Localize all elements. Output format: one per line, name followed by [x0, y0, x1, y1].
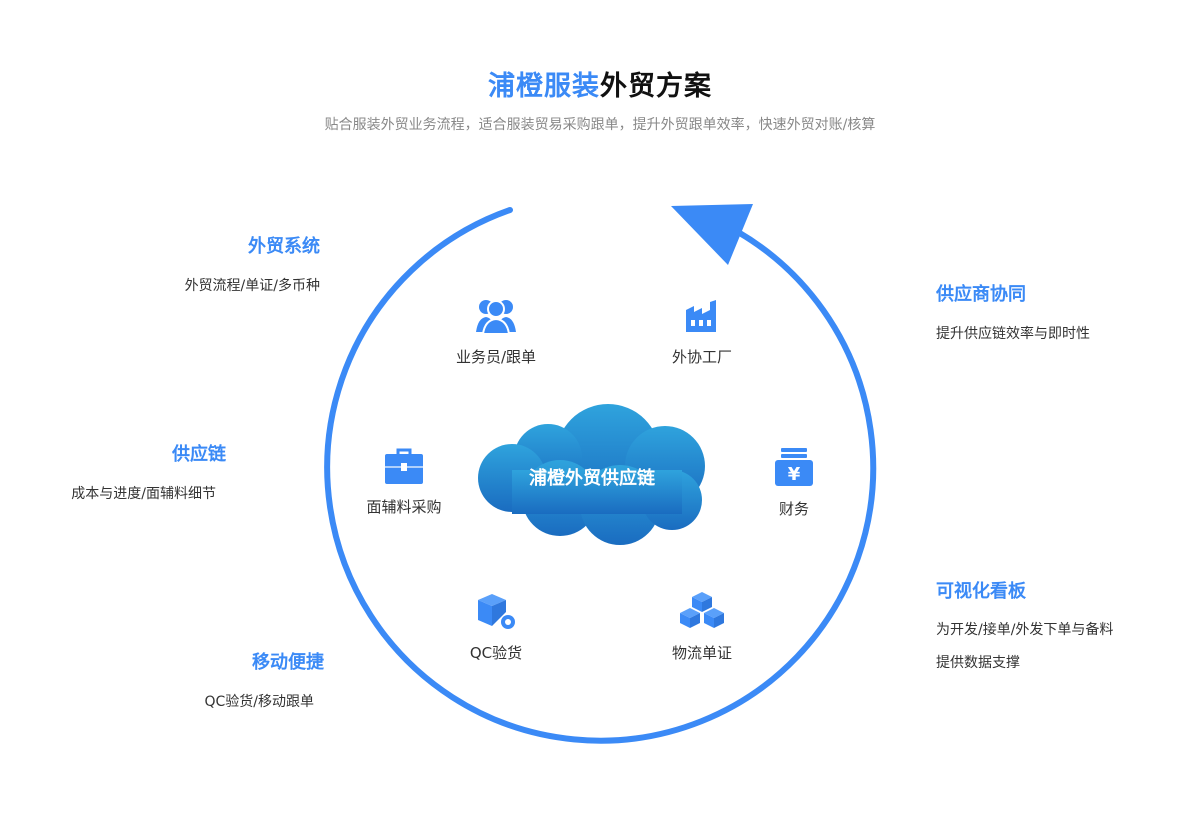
feature-desc-supplier-collab: 提升供应链效率与即时性	[936, 326, 1090, 342]
people-icon	[476, 300, 516, 335]
feature-desc-mobile: QC验货/移动跟单	[204, 694, 314, 710]
briefcase-icon	[385, 448, 423, 484]
title-rest: 外贸方案	[600, 71, 712, 102]
svg-text:¥: ¥	[788, 464, 801, 485]
node-finance: ¥ 财务	[724, 446, 864, 519]
node-label: 面辅料采购	[366, 498, 442, 516]
node-label: QC验货	[469, 644, 523, 662]
node-outsourced-factory: 外协工厂	[632, 296, 772, 367]
feature-desc-supply-chain: 成本与进度/面辅料细节	[71, 486, 216, 502]
feature-title-mobile: 移动便捷	[252, 652, 324, 673]
feature-title-dashboard: 可视化看板	[936, 581, 1026, 602]
page-title: 浦橙服装外贸方案	[0, 64, 1200, 103]
stacked-boxes-icon	[680, 592, 724, 628]
feature-title-trade-system: 外贸系统	[248, 236, 320, 257]
yen-money-icon: ¥	[775, 448, 813, 486]
cycle-arc	[324, 207, 877, 744]
node-label: 物流单证	[671, 644, 732, 662]
node-label: 财务	[778, 500, 809, 518]
node-materials-procurement: 面辅料采购	[334, 446, 474, 517]
feature-title-supply-chain: 供应链	[172, 444, 226, 465]
cloud-shape	[478, 404, 705, 545]
feature-title-supplier-collab: 供应商协同	[936, 284, 1026, 305]
feature-desc-trade-system: 外贸流程/单证/多币种	[184, 278, 320, 294]
page-subtitle: 贴合服装外贸业务流程，适合服装贸易采购跟单，提升外贸跟单效率，快速外贸对账/核算	[324, 117, 876, 133]
node-logistics-documents: 物流单证	[632, 590, 772, 663]
center-label: 浦橙外贸供应链	[529, 468, 655, 489]
title-highlight: 浦橙服装	[488, 71, 600, 102]
box-gear-icon	[478, 594, 515, 629]
node-qc-inspection: QC验货	[426, 590, 566, 663]
feature-desc-dashboard-line2: 提供数据支撑	[936, 655, 1020, 671]
factory-icon	[686, 300, 716, 332]
cycle-arrow-head	[671, 204, 753, 265]
node-label: 业务员/跟单	[455, 348, 537, 366]
node-label: 外协工厂	[671, 348, 732, 366]
feature-desc-dashboard-line1: 为开发/接单/外发下单与备料	[936, 622, 1114, 638]
node-sales-merchandiser: 业务员/跟单	[426, 296, 566, 367]
